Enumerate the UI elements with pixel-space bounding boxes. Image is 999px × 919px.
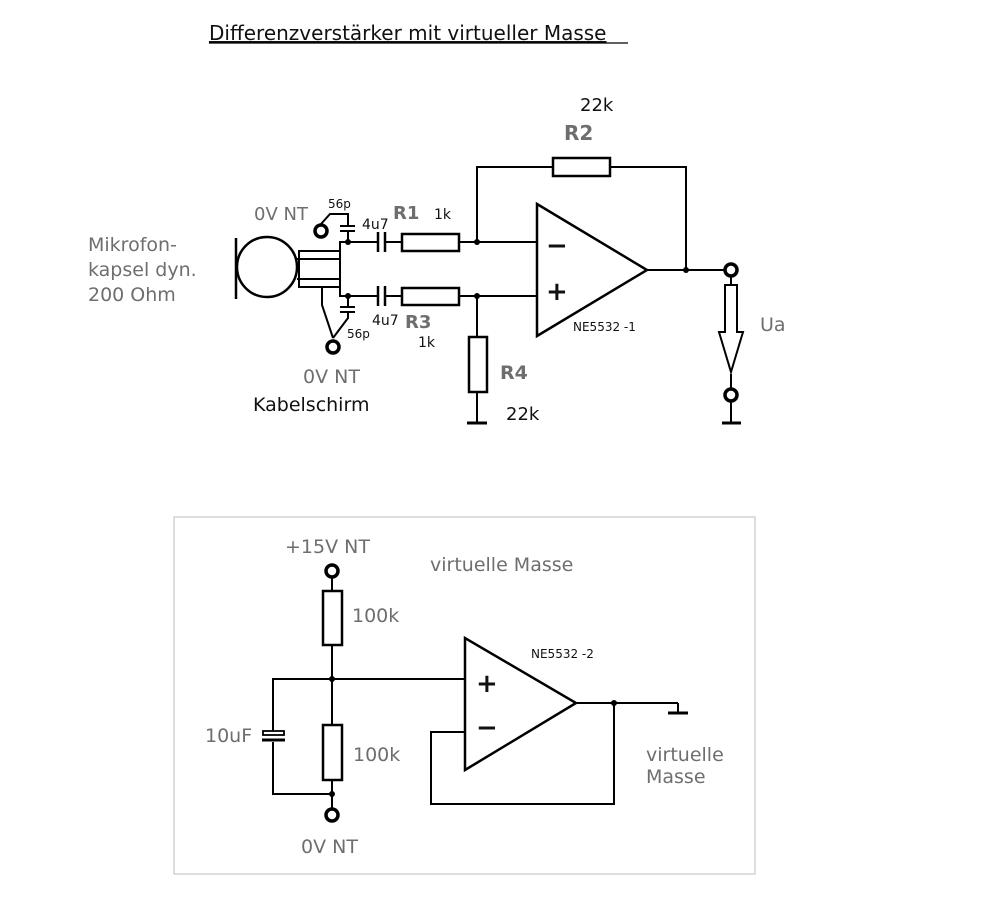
wire-mic-shield — [321, 287, 334, 339]
cap-10uf-body — [262, 730, 285, 736]
cable-shield-rect — [298, 250, 341, 288]
wire-cap-loop-bottom — [272, 742, 332, 795]
label-r2-name: R2 — [564, 121, 593, 145]
label-cap-10uf: 10uF — [205, 725, 252, 747]
label-kabelschirm: Kabelschirm — [253, 394, 369, 416]
opamp-2-plus-sign: + — [476, 669, 498, 699]
wire-feedback-right — [610, 166, 687, 270]
terminals-bottom — [324, 563, 340, 823]
terminal-supply — [324, 563, 340, 579]
label-r-bottom-value: 100k — [353, 744, 400, 766]
wire-56p-top-to-gnd — [320, 213, 349, 226]
junction-dots — [345, 239, 689, 299]
resistor-r1 — [400, 232, 461, 253]
label-cap-56p-bottom: 56p — [347, 327, 370, 341]
wire-cap-loop — [272, 678, 332, 731]
junction-dot — [611, 700, 617, 706]
label-r4-value: 22k — [506, 404, 540, 425]
label-r3-value: 1k — [418, 335, 436, 351]
label-supply: +15V NT — [285, 536, 370, 558]
label-r3-name: R3 — [405, 312, 431, 333]
terminal-output-ref — [723, 387, 739, 403]
label-ground: 0V NT — [301, 836, 358, 858]
virtual-ground-box — [173, 516, 756, 875]
resistor-100k-top — [321, 589, 344, 647]
label-virtual-ground-line1: virtuelle — [646, 744, 724, 766]
label-r4-name: R4 — [500, 362, 528, 384]
label-mic-line1: Mikrofon- — [88, 234, 177, 256]
label-mic-line3: 200 Ohm — [88, 284, 176, 306]
terminal-gnd-top — [313, 223, 329, 239]
opamp-1-minus-sign: − — [546, 231, 568, 261]
label-r2-value: 22k — [580, 95, 614, 116]
resistor-100k-bottom — [321, 723, 344, 782]
mic-capsule — [235, 235, 299, 299]
wire-mic-bottom — [297, 278, 348, 297]
junction-dot — [345, 293, 351, 299]
opamp-2-minus-sign: − — [476, 713, 498, 743]
diff-amp-circuit — [234, 156, 745, 425]
label-opamp-1: NE5532 -1 — [573, 320, 636, 334]
label-r1-name: R1 — [393, 203, 419, 224]
label-section-title: virtuelle Masse — [430, 554, 573, 576]
wire-feedback-left — [476, 166, 553, 242]
label-cap-56p-top: 56p — [328, 197, 351, 211]
terminal-output — [723, 262, 739, 278]
label-virtual-ground-line2: Masse — [646, 766, 706, 788]
junction-dot — [683, 267, 689, 273]
label-0v-nt-top: 0V NT — [254, 204, 309, 225]
label-r-top-value: 100k — [352, 605, 399, 627]
junction-dot — [474, 293, 480, 299]
junction-dot — [345, 239, 351, 245]
junction-dot — [329, 791, 335, 797]
resistor-r2 — [551, 156, 612, 178]
wire-mic-top — [297, 241, 348, 260]
junction-dot — [329, 676, 335, 682]
label-cap-4u7-bottom: 4u7 — [372, 313, 399, 329]
label-r1-value: 1k — [434, 207, 452, 223]
opamp-1-triangle — [535, 201, 650, 339]
label-cap-4u7-top: 4u7 — [362, 217, 389, 233]
junction-dots-bottom — [329, 676, 617, 797]
terminals — [313, 223, 739, 403]
opamp-2-triangle — [463, 635, 579, 773]
page-title: Differenzverstärker mit virtueller Masse — [209, 21, 607, 45]
label-output-ua: Ua — [760, 314, 786, 336]
label-opamp-2: NE5532 -2 — [531, 647, 594, 661]
terminal-ground — [324, 807, 340, 823]
label-mic-line2: kapsel dyn. — [88, 259, 197, 281]
virtual-ground-circuit — [262, 577, 688, 809]
wire-feedback-2 — [430, 703, 615, 805]
junction-dot — [474, 239, 480, 245]
wire-56p-bottom-to-gnd — [332, 312, 349, 339]
resistor-r4 — [467, 335, 489, 394]
terminal-gnd-bottom — [325, 339, 341, 355]
opamp-1-plus-sign: + — [546, 277, 568, 307]
label-0v-nt-bottom: 0V NT — [303, 366, 360, 388]
resistor-r3 — [400, 286, 461, 307]
output-arrow-icon — [717, 284, 745, 376]
